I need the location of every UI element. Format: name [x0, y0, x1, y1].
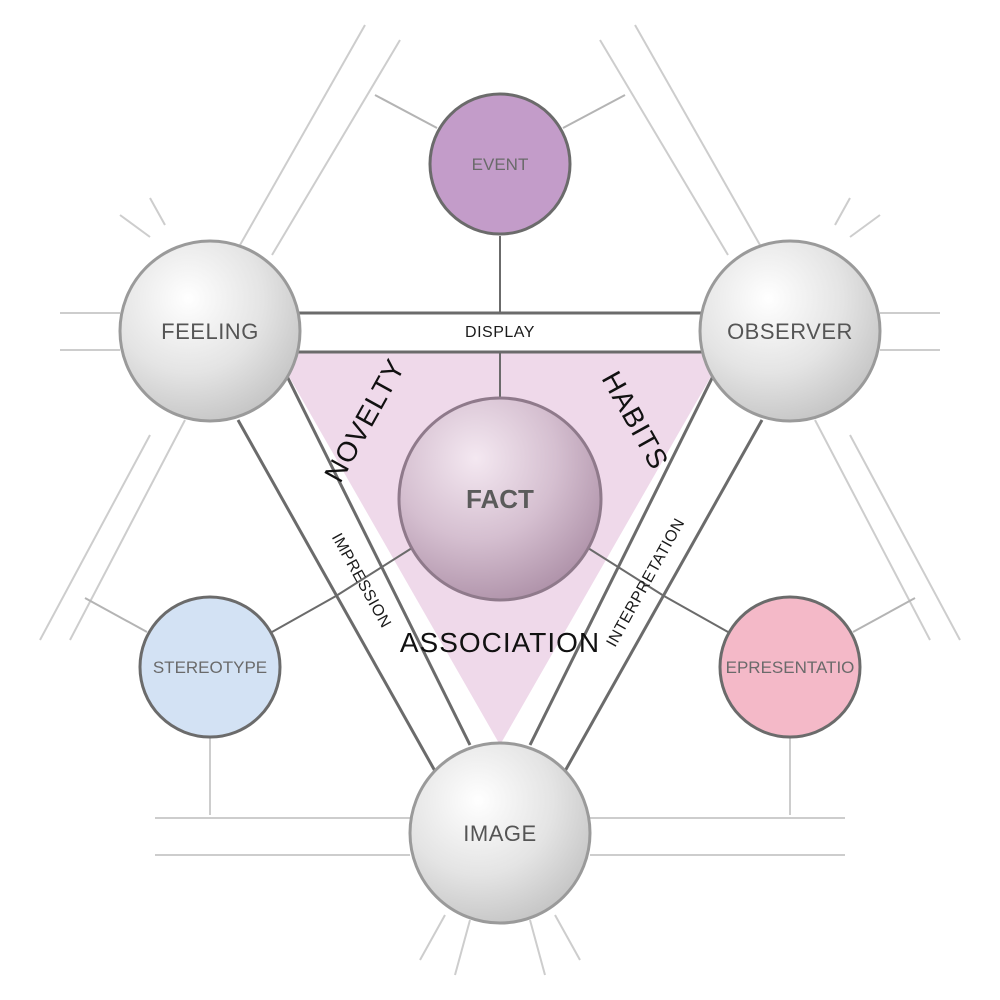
event-label: EVENT	[472, 155, 529, 174]
fact-label: FACT	[466, 484, 534, 514]
stereotype-node: STEREOTYPE	[138, 595, 282, 739]
impression-label: IMPRESSION	[328, 531, 394, 631]
image-node: IMAGE	[408, 741, 592, 925]
feeling-node: FEELING	[118, 239, 302, 423]
stereotype-label: STEREOTYPE	[153, 658, 267, 677]
observer-node: OBSERVER	[698, 239, 882, 423]
secondary-connectors	[84, 94, 916, 633]
feeling-label: FEELING	[161, 319, 259, 344]
association-label: ASSOCIATION	[400, 627, 600, 658]
representation-label: EPRESENTATIO	[726, 658, 855, 677]
display-label: DISPLAY	[465, 324, 535, 341]
background-lattice	[39, 24, 961, 976]
observer-label: OBSERVER	[727, 319, 853, 344]
representation-node: EPRESENTATIO	[718, 595, 862, 739]
fact-node: FACT	[397, 396, 603, 602]
event-node: EVENT	[428, 92, 572, 236]
image-label: IMAGE	[463, 821, 536, 846]
spokes	[271, 236, 729, 633]
